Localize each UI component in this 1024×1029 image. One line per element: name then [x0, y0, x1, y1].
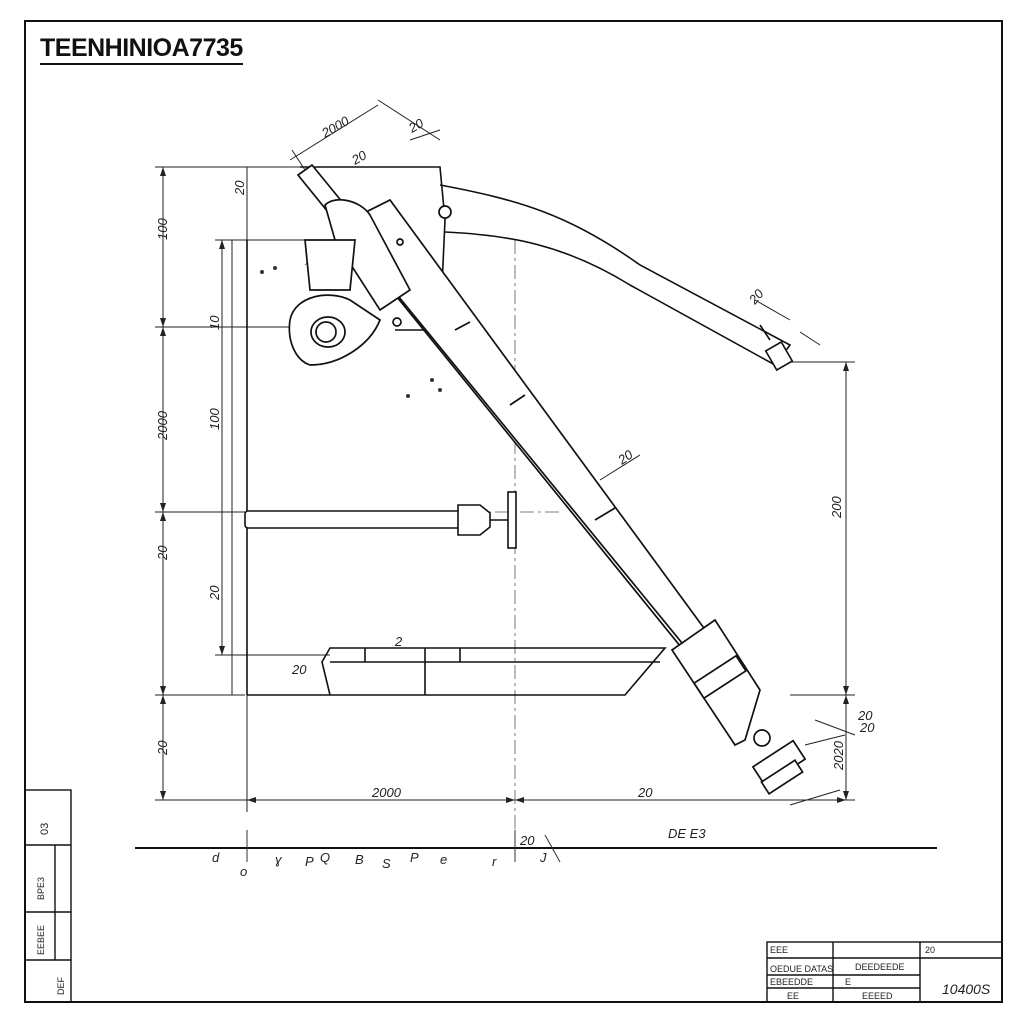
- dim-left-outer-top: 100: [155, 218, 170, 240]
- handle-bar: [244, 491, 517, 549]
- svg-text:e: e: [440, 852, 447, 867]
- dim-top-diag-3: 20: [405, 115, 427, 136]
- side-block: [24, 789, 72, 1003]
- svg-text:o: o: [240, 864, 247, 879]
- scattered-marks: [260, 266, 442, 398]
- dim-mid: 2: [394, 634, 403, 649]
- tb-cell-h: EEEED: [862, 991, 893, 1001]
- svg-text:P: P: [410, 850, 419, 865]
- dim-left-inner-3: 100: [207, 408, 222, 430]
- dim-right-callout: 20: [614, 446, 636, 468]
- arm-tip-cap: [759, 324, 794, 372]
- side-row-3: EEBEE: [36, 925, 46, 955]
- svg-text:r: r: [492, 854, 497, 869]
- ground-symbols: d o ɣ P Q B S P e r J: [212, 850, 547, 879]
- ground-ticks: [246, 830, 561, 863]
- section-label: DE E3: [668, 826, 706, 841]
- dim-left-inner-4: 20: [207, 585, 222, 601]
- dim-lower-right-3: 2020: [831, 740, 846, 771]
- svg-text:d: d: [212, 850, 220, 865]
- side-block-text: 03 BPE3 EEBEE DEF: [36, 823, 66, 995]
- dim-base: 20: [291, 662, 307, 677]
- tb-cell-f: EE: [787, 991, 799, 1001]
- bottom-arrowheads: [247, 797, 846, 803]
- dim-bottom-right: 20: [637, 785, 653, 800]
- dim-left-outer-bot: 20: [155, 740, 170, 756]
- tb-cell-b: 20: [925, 945, 935, 955]
- tb-cell-c: OEDUE DATAS: [770, 964, 833, 974]
- left-arrowheads: [160, 167, 225, 800]
- right-arrowheads: [843, 362, 849, 800]
- svg-text:P: P: [305, 854, 314, 869]
- diagonal-dimension-lines: [289, 99, 856, 806]
- title-block-text: EEE 20 OEDUE DATAS DEEDEEDE EBEEDDE EE E…: [770, 945, 991, 1001]
- dim-left-inner-1: 20: [232, 180, 247, 196]
- dim-top-diag-2: 20: [348, 147, 370, 168]
- dim-top-diag-1: 2000: [318, 113, 352, 141]
- tb-cell-g: E: [845, 977, 851, 987]
- sheet-border: [24, 20, 1003, 1003]
- tb-cell-d: DEEDEEDE: [855, 962, 905, 972]
- drawing-number: 10400S: [942, 981, 991, 997]
- dim-tip: 20: [745, 286, 767, 308]
- dim-bottom-tick: 20: [519, 833, 535, 848]
- svg-text:S: S: [382, 856, 391, 871]
- svg-text:ɣ: ɣ: [275, 852, 283, 867]
- lever-arm: [288, 163, 807, 795]
- side-row-2: BPE3: [36, 877, 46, 900]
- svg-text:B: B: [355, 852, 364, 867]
- bottom-dimension-line: [163, 799, 846, 812]
- tb-cell-e: EBEEDDE: [770, 977, 813, 987]
- left-dimension-lines: [162, 167, 248, 800]
- drawing-title: TEENHINIOA7735: [40, 34, 243, 65]
- svg-text:Q: Q: [320, 850, 330, 865]
- dim-lower-right-1: 20: [857, 708, 873, 723]
- dim-left-outer-mid: 2000: [155, 410, 170, 441]
- dim-left-inner-2: 10: [207, 315, 222, 330]
- svg-text:J: J: [539, 850, 547, 865]
- dim-right-height: 200: [829, 496, 844, 519]
- dimension-labels: 2000 20 20 100 2000 20 20 20 10 100 20 2…: [155, 113, 875, 848]
- dim-lower-right-2: 20: [859, 720, 875, 735]
- title-block: [766, 941, 1003, 1003]
- dim-left-outer-low: 20: [155, 545, 170, 561]
- side-row-1: 03: [39, 823, 51, 835]
- side-row-4: DEF: [56, 976, 66, 995]
- tb-cell-a: EEE: [770, 945, 788, 955]
- dim-bottom-left: 2000: [371, 785, 402, 800]
